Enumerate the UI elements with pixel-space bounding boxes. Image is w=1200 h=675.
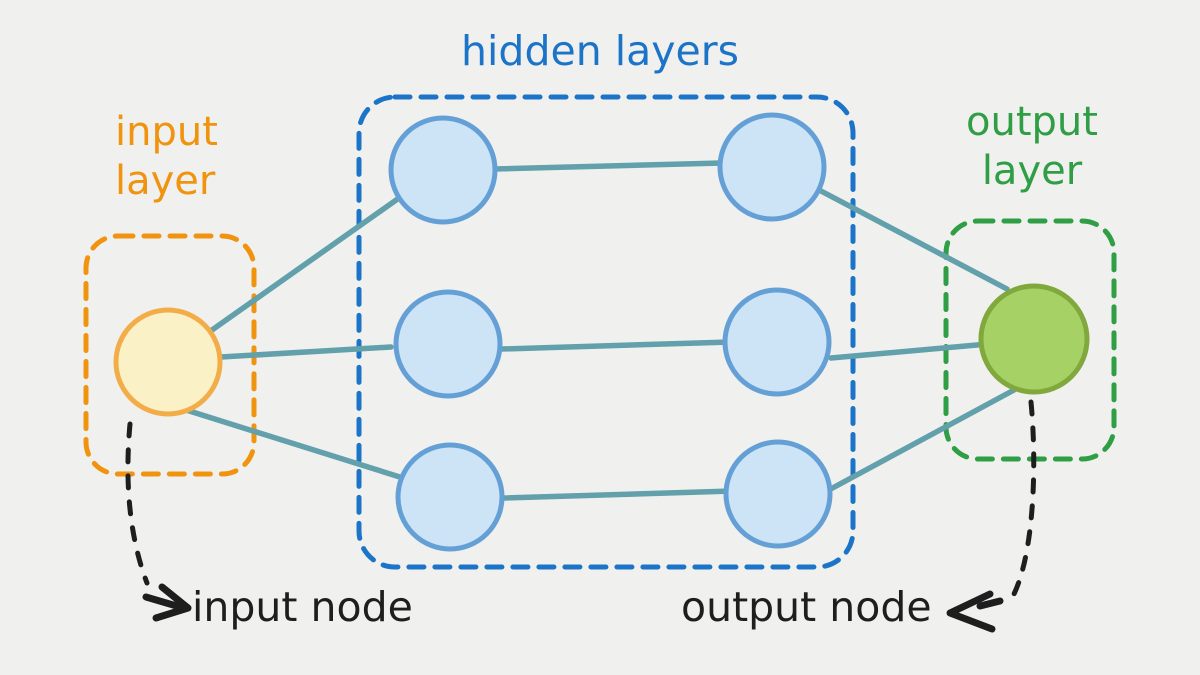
input-node xyxy=(113,307,223,417)
annotations xyxy=(125,399,1037,633)
edge-hidden-mid xyxy=(499,339,734,352)
input-node-pointer-shaft xyxy=(142,593,184,611)
output-node-pointer-shaft xyxy=(976,597,1004,610)
hidden-layers-box xyxy=(356,94,856,570)
hidden-node-2-top xyxy=(717,112,827,222)
hidden-node-1-bottom xyxy=(395,442,505,552)
hidden-node-1-top xyxy=(388,115,498,225)
input-node-pointer-dash xyxy=(125,421,150,586)
output-node xyxy=(978,283,1090,395)
hidden-layers-label: hidden layers xyxy=(461,27,739,75)
input-node-pointer-arrowhead xyxy=(152,583,192,622)
edge-hidden-bottom xyxy=(500,488,736,501)
output-layer-box xyxy=(943,218,1117,462)
output-node-label: output node xyxy=(681,583,932,631)
input-layer-label: input layer xyxy=(115,109,218,204)
hidden-node-1-mid xyxy=(393,289,503,399)
edge-input-hidden-bottom xyxy=(180,406,406,481)
input-node-label: input node xyxy=(192,583,413,631)
output-layer-label: output layer xyxy=(966,99,1098,194)
edge-input-hidden-top xyxy=(209,195,402,333)
edge-hidden-top-output xyxy=(818,188,1010,292)
hidden-node-2-bottom xyxy=(723,439,833,549)
output-node-pointer-arrowhead xyxy=(946,590,996,633)
output-node-pointer-dash xyxy=(1011,399,1037,597)
edges xyxy=(180,160,1017,501)
edge-hidden-top xyxy=(492,160,725,172)
edge-input-hidden-mid xyxy=(218,344,394,360)
nodes xyxy=(113,112,1090,552)
edge-hidden-bottom-output xyxy=(824,387,1017,494)
hidden-node-2-mid xyxy=(722,287,832,397)
edge-hidden-mid-output xyxy=(828,341,991,361)
